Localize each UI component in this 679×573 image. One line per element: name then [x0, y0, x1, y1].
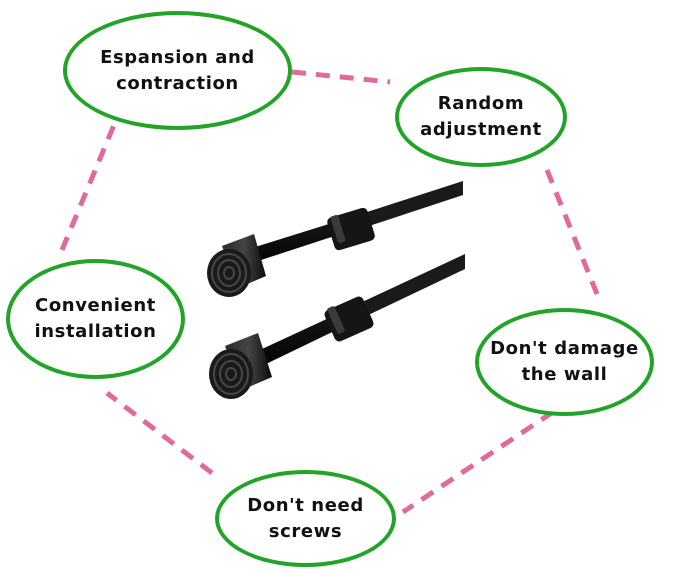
tension-rod-top [207, 181, 463, 297]
tension-rod-bottom [209, 254, 465, 399]
connector-installation-expansion [59, 124, 117, 251]
node-expansion-contraction: Espansion and contraction [63, 11, 292, 130]
node-label: Convenient installation [34, 293, 156, 345]
node-dont-damage-wall: Don't damage the wall [475, 308, 654, 416]
node-random-adjustment: Random adjustment [395, 67, 567, 167]
node-label-line-1: Don't need [247, 494, 364, 516]
node-convenient-installation: Convenient installation [6, 259, 185, 379]
node-label-line-2: screws [268, 520, 343, 542]
tension-rods-icon [207, 181, 465, 399]
node-label: Random adjustment [420, 91, 542, 143]
node-label-line-1: Random [437, 93, 525, 114]
node-dont-need-screws: Don't need screws [215, 470, 396, 567]
connector-screws-installation [105, 391, 214, 475]
connector-wall-screws [401, 409, 555, 515]
node-label-line-2: contraction [116, 72, 239, 94]
node-label-line-2: installation [34, 321, 157, 342]
node-label-line-2: adjustment [420, 119, 542, 140]
connector-random-wall [544, 169, 600, 295]
node-label: Espansion and contraction [100, 45, 255, 97]
connector-expansion-random [291, 69, 391, 85]
node-label-line-2: the wall [521, 364, 608, 385]
node-label-line-1: Don't damage [490, 338, 639, 359]
node-label-line-1: Convenient [35, 295, 156, 316]
node-label: Don't need screws [247, 493, 364, 545]
node-label: Don't damage the wall [490, 336, 639, 388]
node-label-line-1: Espansion and [100, 46, 255, 68]
